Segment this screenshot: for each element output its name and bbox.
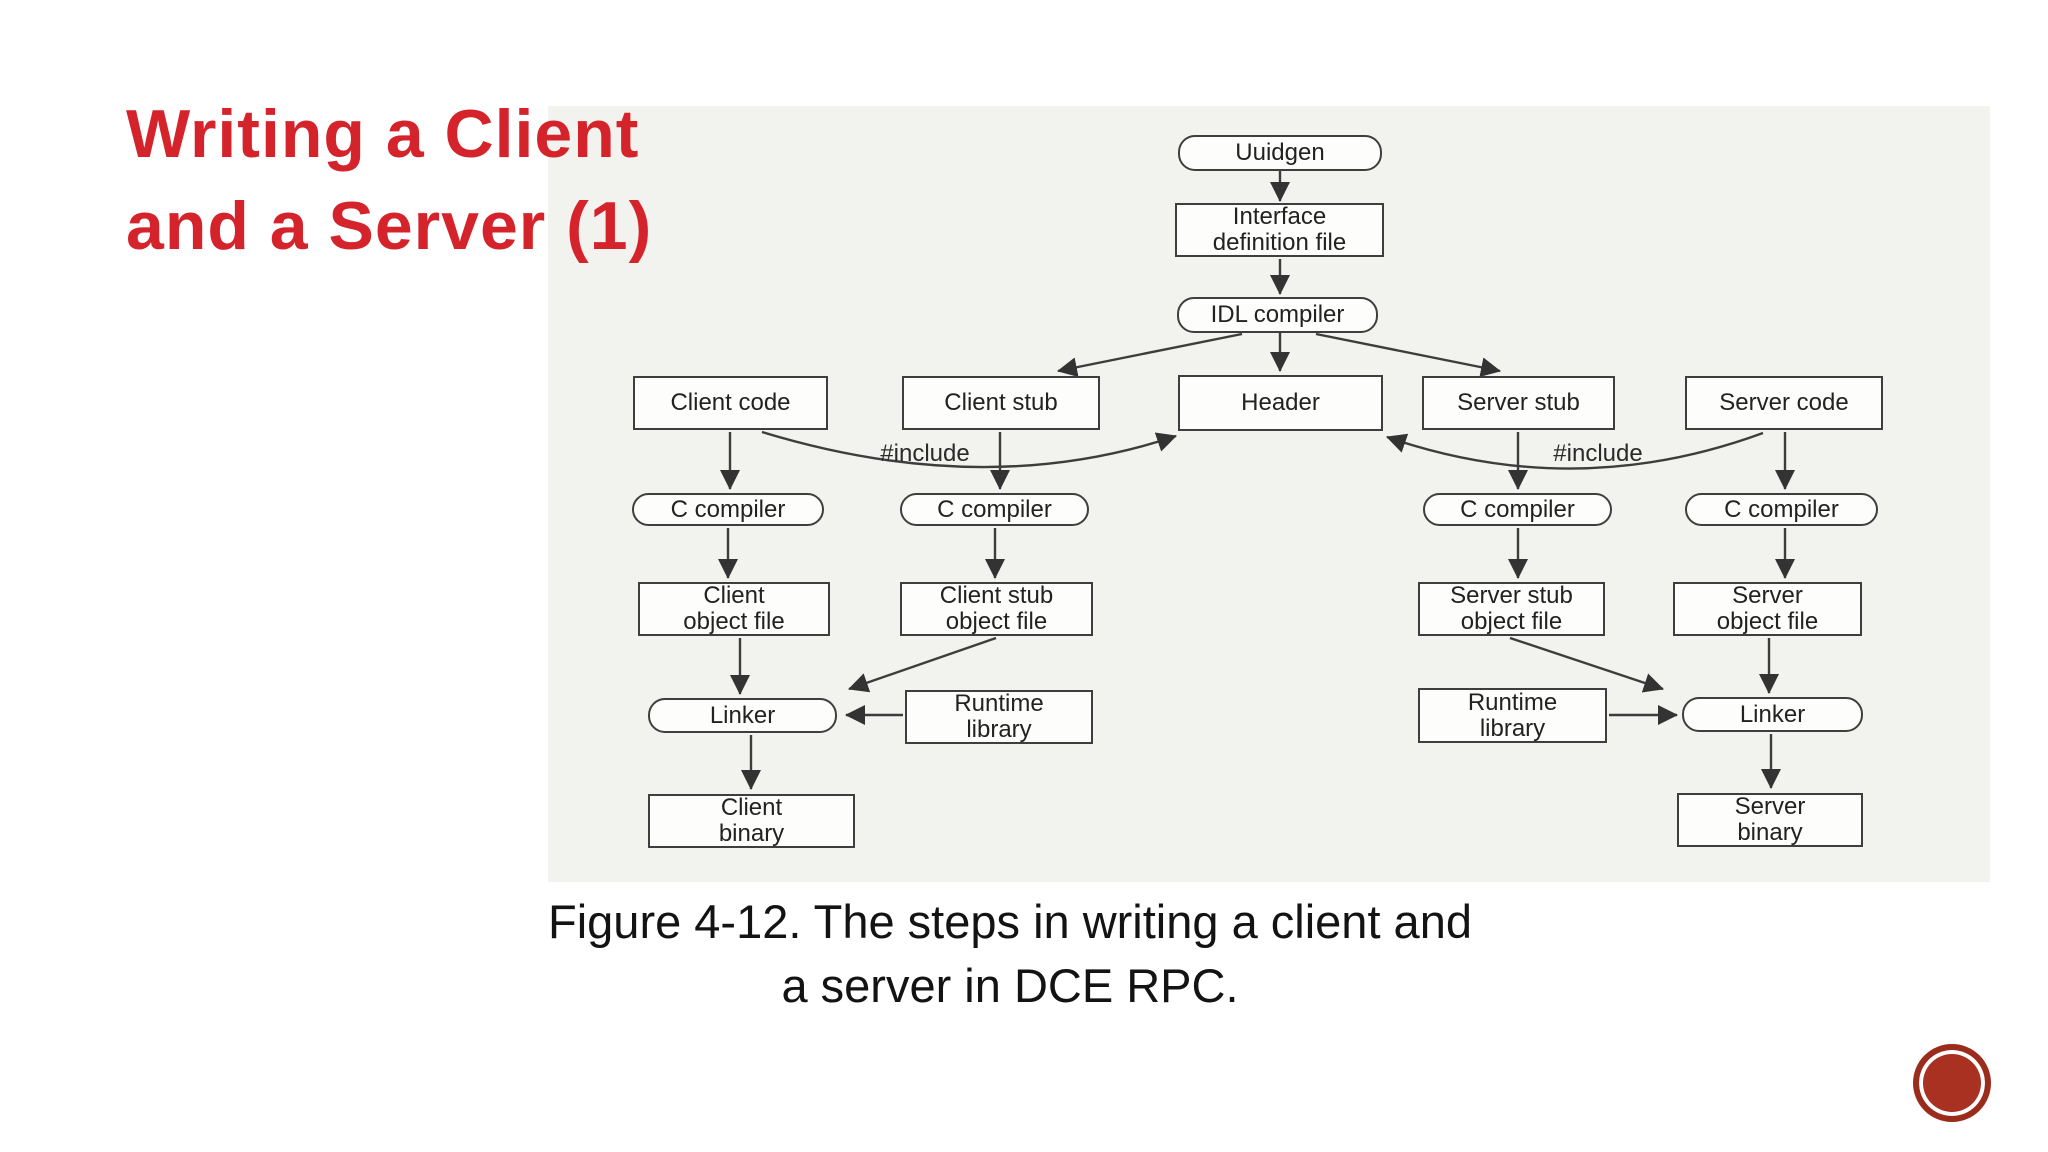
node-linker-client: Linker bbox=[648, 698, 837, 733]
node-linker-server: Linker bbox=[1682, 697, 1863, 732]
node-runtime-library-server: Runtime library bbox=[1418, 688, 1607, 743]
node-header: Header bbox=[1178, 375, 1383, 431]
include-label-right: #include bbox=[1553, 440, 1643, 467]
node-client-binary: Client binary bbox=[648, 794, 855, 848]
node-c-compiler-client-code: C compiler bbox=[632, 493, 824, 526]
node-interface-definition-file: Interface definition file bbox=[1175, 203, 1384, 257]
node-c-compiler-server-code: C compiler bbox=[1685, 493, 1878, 526]
node-server-stub-object-file: Server stub object file bbox=[1418, 582, 1605, 636]
node-runtime-library-client: Runtime library bbox=[905, 690, 1093, 744]
figure-caption: Figure 4-12. The steps in writing a clie… bbox=[548, 895, 1472, 1012]
node-client-stub: Client stub bbox=[902, 376, 1100, 430]
include-label-left: #include bbox=[880, 440, 970, 467]
node-client-object-file: Client object file bbox=[638, 582, 830, 636]
node-client-code: Client code bbox=[633, 376, 828, 430]
node-server-code: Server code bbox=[1685, 376, 1883, 430]
node-server-object-file: Server object file bbox=[1673, 582, 1862, 636]
node-server-stub: Server stub bbox=[1422, 376, 1615, 430]
node-uuidgen: Uuidgen bbox=[1178, 135, 1382, 171]
node-idl-compiler: IDL compiler bbox=[1177, 297, 1378, 333]
node-server-binary: Server binary bbox=[1677, 793, 1863, 847]
node-c-compiler-server-stub: C compiler bbox=[1423, 493, 1612, 526]
node-client-stub-object-file: Client stub object file bbox=[900, 582, 1093, 636]
node-c-compiler-client-stub: C compiler bbox=[900, 493, 1089, 526]
page-title: Writing a Client and a Server (1) bbox=[126, 96, 653, 264]
corner-circle-decoration-icon bbox=[1913, 1044, 1991, 1122]
